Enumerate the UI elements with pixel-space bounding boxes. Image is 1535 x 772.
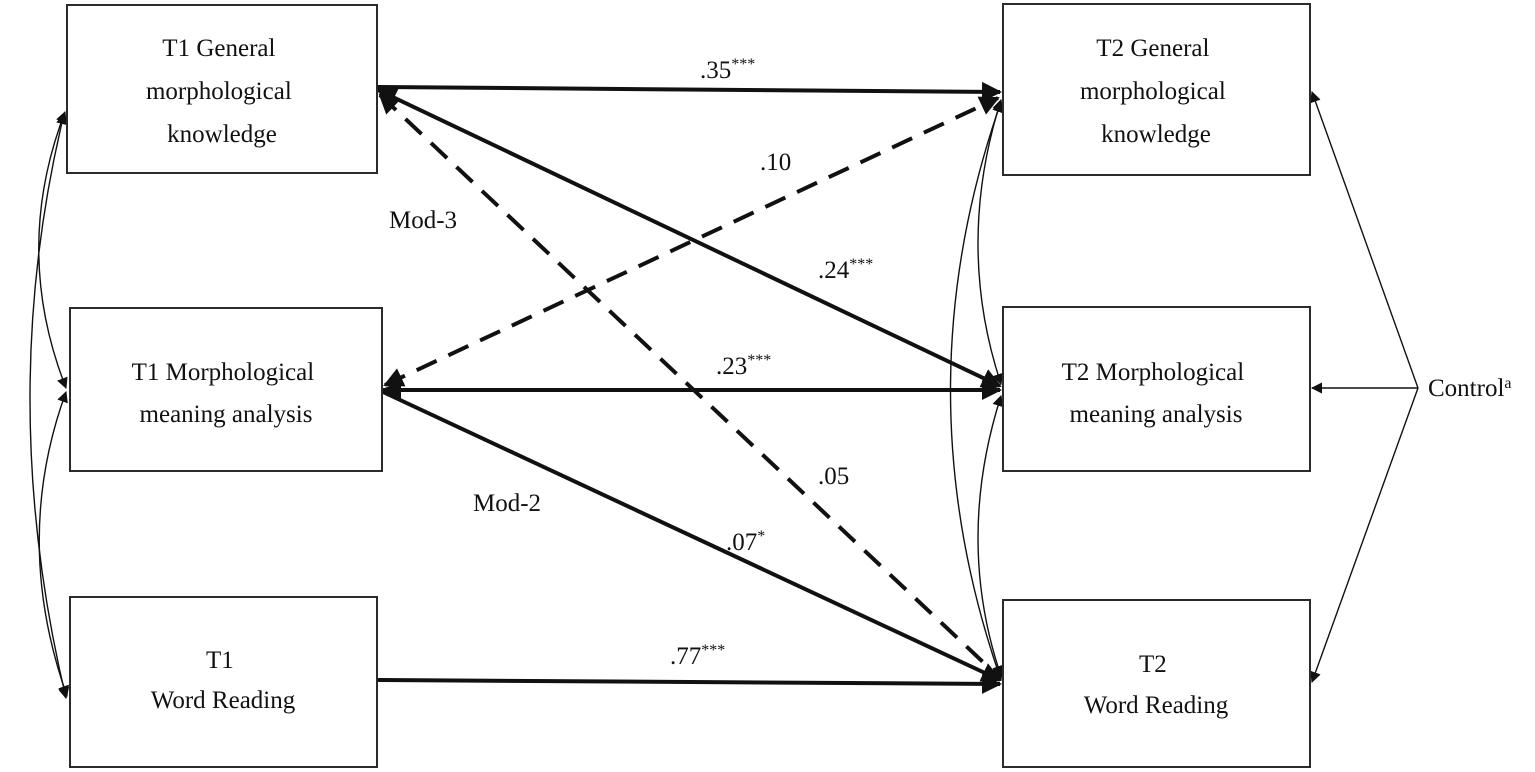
- node-label: T1 Word Reading: [151, 647, 296, 714]
- corr-t2gmk-t2mma: [977, 98, 1004, 386]
- paths: [376, 81, 1002, 694]
- corr-t2gmk-t2wr: [949, 100, 1003, 682]
- right-correlations: [949, 98, 1004, 682]
- control-to-t2gmk: [1310, 90, 1419, 389]
- coef-t1mma-t2wr: .07*: [726, 528, 765, 556]
- coef-t1mma-t2mma: .23***: [716, 352, 771, 380]
- path-labels: .35*** .10 .24*** .23*** .05 .07* .77***: [670, 56, 873, 670]
- node-t1-morphological-meaning-analysis: T1 Morphological meaning analysis: [69, 307, 383, 472]
- node-label: T2 Word Reading: [1084, 651, 1229, 719]
- path-t1wr-t2wr: [377, 673, 1002, 694]
- corr-t1gmk-t1mma: [38, 110, 68, 390]
- node-label: T1 General morphological knowledge: [146, 35, 298, 148]
- path-t1mma-t2wr: [382, 390, 1002, 682]
- corr-t1gmk-t1wr: [29, 112, 70, 700]
- node-label: T2 General morphological knowledge: [1080, 35, 1232, 148]
- node-label: T2 Morphological meaning analysis: [1062, 359, 1251, 428]
- corr-t1mma-t1wr: [38, 390, 69, 698]
- coef-t1mma-t2gmk: .10: [760, 149, 791, 176]
- control-to-t2wr: [1310, 387, 1419, 684]
- node-t2-general-morphological-knowledge: T2 General morphological knowledge: [1002, 3, 1311, 176]
- node-t2-morphological-meaning-analysis: T2 Morphological meaning analysis: [1002, 306, 1311, 472]
- control-label: Controla: [1428, 375, 1512, 402]
- corr-t2mma-t2wr: [977, 394, 1004, 678]
- node-t1-word-reading: T1 Word Reading: [69, 596, 378, 768]
- coef-t1gmk-t2mma: .24***: [818, 256, 873, 284]
- node-t1-general-morphological-knowledge: T1 General morphological knowledge: [66, 4, 378, 174]
- path-t1gmk-t2gmk: [377, 81, 1002, 102]
- node-t2-word-reading: T2 Word Reading: [1002, 599, 1311, 768]
- control-arrows: [1310, 90, 1419, 684]
- coef-t1gmk-t2gmk: .35***: [700, 56, 755, 84]
- coef-t1gmk-t2wr: .05: [818, 463, 849, 490]
- path-t1gmk-t2mma: [376, 88, 1002, 388]
- path-t1gmk-t2wr: [378, 93, 1002, 680]
- model-label-mod2: Mod-2: [473, 490, 541, 517]
- node-label: T1 Morphological meaning analysis: [132, 359, 321, 428]
- left-correlations: [29, 110, 70, 700]
- coef-t1wr-t2wr: .77***: [670, 642, 725, 670]
- model-label-mod3: Mod-3: [389, 207, 457, 234]
